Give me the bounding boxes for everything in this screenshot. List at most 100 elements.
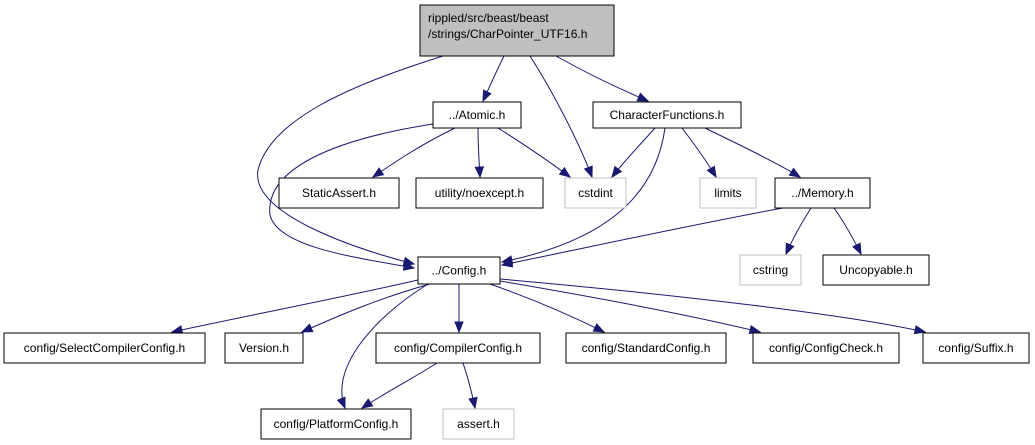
node-cstdint[interactable]: cstdint [564, 177, 627, 209]
edge-config-platformconfig [336, 283, 429, 410]
edge-line [499, 278, 926, 333]
node-box[interactable] [774, 177, 871, 209]
node-label: Uncopyable.h [839, 263, 912, 277]
edge-arrowhead [611, 165, 623, 179]
node-assert[interactable]: assert.h [442, 408, 515, 440]
edge-arrowhead [371, 167, 385, 178]
node-platformconfig[interactable]: config/PlatformConfig.h [260, 408, 412, 440]
node-label: config/Suffix.h [938, 341, 1013, 355]
edge-memory-uncopyable [833, 207, 862, 256]
node-box[interactable] [432, 101, 522, 129]
node-box[interactable] [565, 332, 727, 364]
node-box[interactable] [415, 177, 544, 209]
node-standardconfig[interactable]: config/StandardConfig.h [565, 332, 727, 364]
node-version[interactable]: Version.h [224, 332, 304, 364]
edge-config-version [300, 283, 431, 333]
node-box[interactable] [419, 4, 615, 57]
nodes-layer: rippled/src/beast/beast/strings/CharPoin… [3, 4, 1030, 440]
node-label: limits [714, 186, 741, 200]
edge-line [372, 127, 456, 178]
edge-line [269, 123, 434, 269]
node-label: Version.h [239, 341, 289, 355]
node-staticassert[interactable]: StaticAssert.h [278, 177, 400, 209]
edge-compilerconfig-platformconfig [360, 362, 438, 409]
edge-line [555, 55, 649, 102]
edge-atomic-config [269, 123, 434, 271]
edge-arrowhead [300, 323, 314, 333]
node-box[interactable] [260, 408, 412, 440]
node-label: config/StandardConfig.h [582, 341, 711, 355]
edge-config-suffix [499, 278, 927, 335]
node-config[interactable]: ../Config.h [417, 256, 501, 285]
edge-config-configcheck [499, 280, 762, 335]
edges-layer [170, 55, 927, 410]
edge-arrowhead [913, 325, 927, 335]
node-box[interactable] [592, 101, 742, 129]
node-label: ../Memory.h [791, 186, 853, 200]
node-box[interactable] [3, 332, 206, 364]
edge-arrowhead [336, 396, 346, 410]
node-box[interactable] [278, 177, 400, 209]
node-atomic[interactable]: ../Atomic.h [432, 101, 522, 129]
edge-arrowhead [402, 261, 416, 271]
edge-arrowhead [482, 89, 492, 103]
node-box[interactable] [699, 177, 757, 209]
node-label: config/ConfigCheck.h [769, 341, 883, 355]
node-selectcompiler[interactable]: config/SelectCompilerConfig.h [3, 332, 206, 364]
edge-line [501, 127, 666, 263]
node-label: cstring [753, 263, 788, 277]
node-configcheck[interactable]: config/ConfigCheck.h [752, 332, 900, 364]
node-charfunc[interactable]: CharacterFunctions.h [592, 101, 742, 129]
edge-arrowhead [748, 324, 762, 335]
edge-arrowhead [474, 166, 485, 179]
edge-root-atomic [482, 55, 505, 103]
node-cstring[interactable]: cstring [739, 254, 802, 286]
node-label: cstdint [578, 186, 613, 200]
node-suffix[interactable]: config/Suffix.h [922, 332, 1030, 364]
node-label: StaticAssert.h [302, 186, 376, 200]
node-label: config/PlatformConfig.h [274, 417, 399, 431]
edge-line [301, 283, 431, 333]
edge-atomic-noexcept [474, 127, 485, 179]
node-label: config/CompilerConfig.h [394, 341, 522, 355]
node-uncopyable[interactable]: Uncopyable.h [822, 254, 930, 286]
node-box[interactable] [739, 254, 802, 286]
edge-arrowhead [468, 396, 478, 410]
node-box[interactable] [564, 177, 627, 209]
node-label: assert.h [457, 417, 500, 431]
edge-arrowhead [558, 166, 572, 178]
edge-config-selectcompiler [170, 279, 419, 335]
node-label: rippled/src/beast/beast [428, 11, 549, 25]
node-box[interactable] [752, 332, 900, 364]
edge-line [257, 55, 444, 265]
edge-memory-config [500, 207, 784, 268]
node-label: ../Config.h [432, 264, 487, 278]
node-noexcept[interactable]: utility/noexcept.h [415, 177, 544, 209]
node-label: config/SelectCompilerConfig.h [24, 341, 185, 355]
edge-charfunc-cstdint [611, 127, 656, 179]
node-box[interactable] [442, 408, 515, 440]
edge-arrowhead [592, 323, 606, 333]
edge-config-standardconfig [489, 283, 606, 333]
node-box[interactable] [822, 254, 930, 286]
node-root[interactable]: rippled/src/beast/beast/strings/CharPoin… [419, 4, 615, 57]
node-box[interactable] [922, 332, 1030, 364]
edge-arrowhead [852, 242, 862, 256]
edge-charfunc-limits [681, 127, 717, 179]
node-memory[interactable]: ../Memory.h [774, 177, 871, 209]
node-box[interactable] [224, 332, 304, 364]
node-box[interactable] [417, 256, 501, 285]
edge-arrowhead [788, 167, 802, 178]
edge-line [497, 127, 571, 178]
edge-compilerconfig-assert [462, 362, 478, 410]
edge-root-cstdint [529, 55, 593, 179]
edge-atomic-staticassert [371, 127, 456, 178]
node-compilerconfig[interactable]: config/CompilerConfig.h [375, 332, 541, 364]
node-box[interactable] [375, 332, 541, 364]
node-limits[interactable]: limits [699, 177, 757, 209]
edge-arrowhead [583, 165, 593, 179]
edge-line [171, 279, 419, 333]
edge-line [501, 207, 784, 266]
edge-arrowhead [454, 321, 464, 334]
